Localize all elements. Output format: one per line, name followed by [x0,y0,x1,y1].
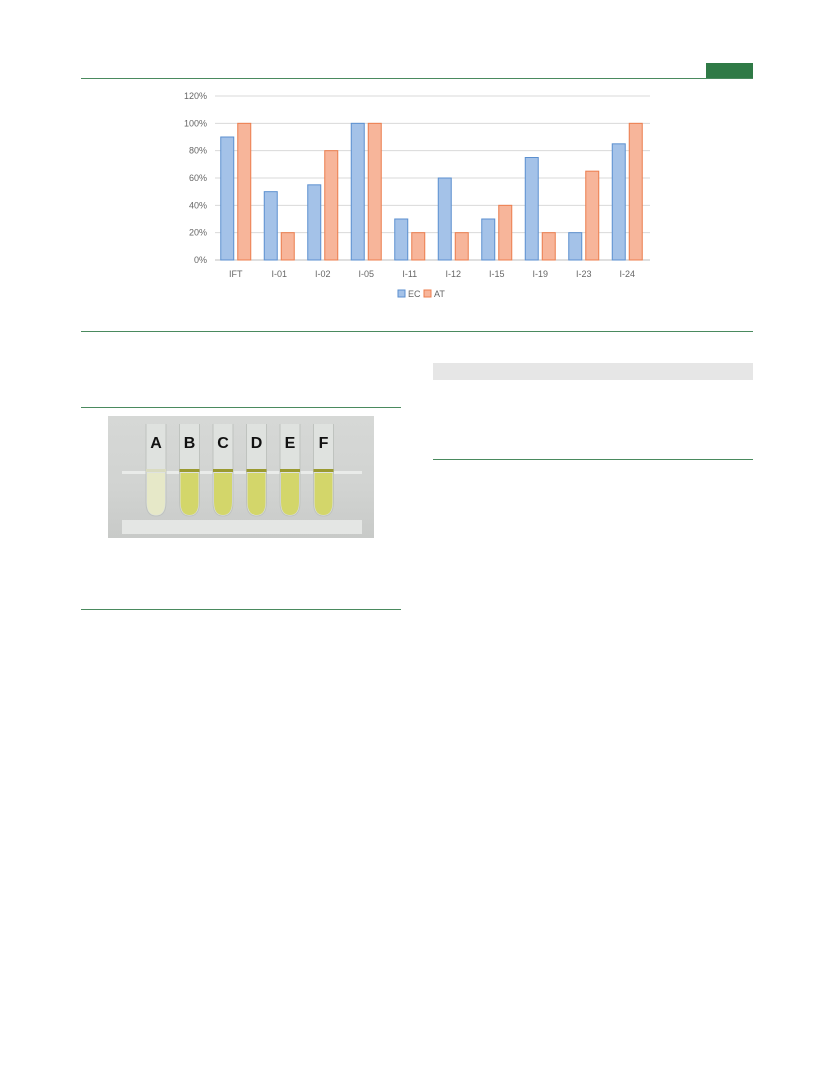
y-tick-label: 60% [189,173,207,183]
bar-ec-i-23 [568,232,583,261]
bar-ec-i-11 [394,218,409,261]
x-tick-label: I-12 [445,269,461,279]
tube-label: F [319,435,329,452]
legend-swatch-ec [397,289,406,298]
y-axis-ticks: 0% 20% 40% 60% 80% 100% 120% [184,91,207,265]
tube-label: D [251,435,263,452]
tube-label: E [285,435,296,452]
chart-gridlines [215,95,650,261]
bar-ec-i-05 [350,122,365,261]
bar-at-i-15 [498,204,513,261]
figure2-bottom-rule [81,609,401,610]
bar-at-i-02 [324,150,339,261]
tube-f: F [313,424,334,517]
bar-at-i-24 [628,122,643,261]
bar-ec-ift [220,136,235,261]
x-tick-label: I-23 [576,269,592,279]
x-tick-label: I-11 [402,269,417,279]
x-tick-label: I-24 [619,269,635,279]
table-bottom-rule [433,459,753,460]
y-tick-label: 40% [189,200,207,210]
y-tick-label: 120% [184,91,207,101]
tube-b: B [179,424,200,517]
tubes: A B C D E F [145,424,334,517]
tube-label: A [150,435,162,452]
legend-label-ec: EC [408,289,421,299]
bar-ec-i-24 [611,143,626,261]
bar-ec-i-15 [481,218,496,261]
bar-ec-i-02 [307,184,322,261]
x-tick-label: I-01 [271,269,287,279]
bar-ec-i-01 [263,191,278,261]
rack-bar [122,471,362,474]
bar-at-ift [237,122,252,261]
tube-d: D [246,424,267,517]
x-tick-label: I-19 [532,269,548,279]
tube-c: C [212,424,234,517]
bar-at-i-23 [585,170,600,261]
header-rule [81,78,753,79]
bar-chart: 0% 20% 40% 60% 80% 100% 120% IFT I-01 I-02 I-05 I-… [184,91,650,299]
test-tube-photo: A B C D E F [108,416,374,538]
bar-at-i-12 [454,232,469,261]
legend-swatch-at [423,289,432,298]
tube-a: A [145,424,167,517]
page-header-tab [706,63,753,78]
tube-label: B [184,435,196,452]
x-tick-label: I-02 [315,269,331,279]
y-tick-label: 20% [189,228,207,238]
rack-base [122,520,362,534]
x-tick-label: IFT [229,269,243,279]
bar-at-i-11 [411,232,426,261]
tube-e: E [279,424,301,517]
bar-ec-i-19 [524,157,539,261]
bar-ec-i-12 [437,177,452,261]
x-axis-ticks: IFT I-01 I-02 I-05 I-11 I-12 I-15 I-19 I-23 I-24 [229,269,635,279]
bar-at-i-05 [367,122,382,261]
y-tick-label: 80% [189,146,207,156]
table-header-bar [433,363,753,380]
legend-label-at: AT [434,289,445,299]
chart-legend: EC AT [397,289,445,299]
y-tick-label: 0% [194,255,207,265]
tube-label: C [217,435,229,452]
figure2-top-rule [81,407,401,408]
bar-at-i-01 [280,232,295,261]
x-tick-label: I-15 [489,269,505,279]
chart-bars [220,122,643,261]
bar-at-i-19 [541,232,556,261]
figure-divider [81,331,753,332]
x-tick-label: I-05 [358,269,374,279]
y-tick-label: 100% [184,118,207,128]
